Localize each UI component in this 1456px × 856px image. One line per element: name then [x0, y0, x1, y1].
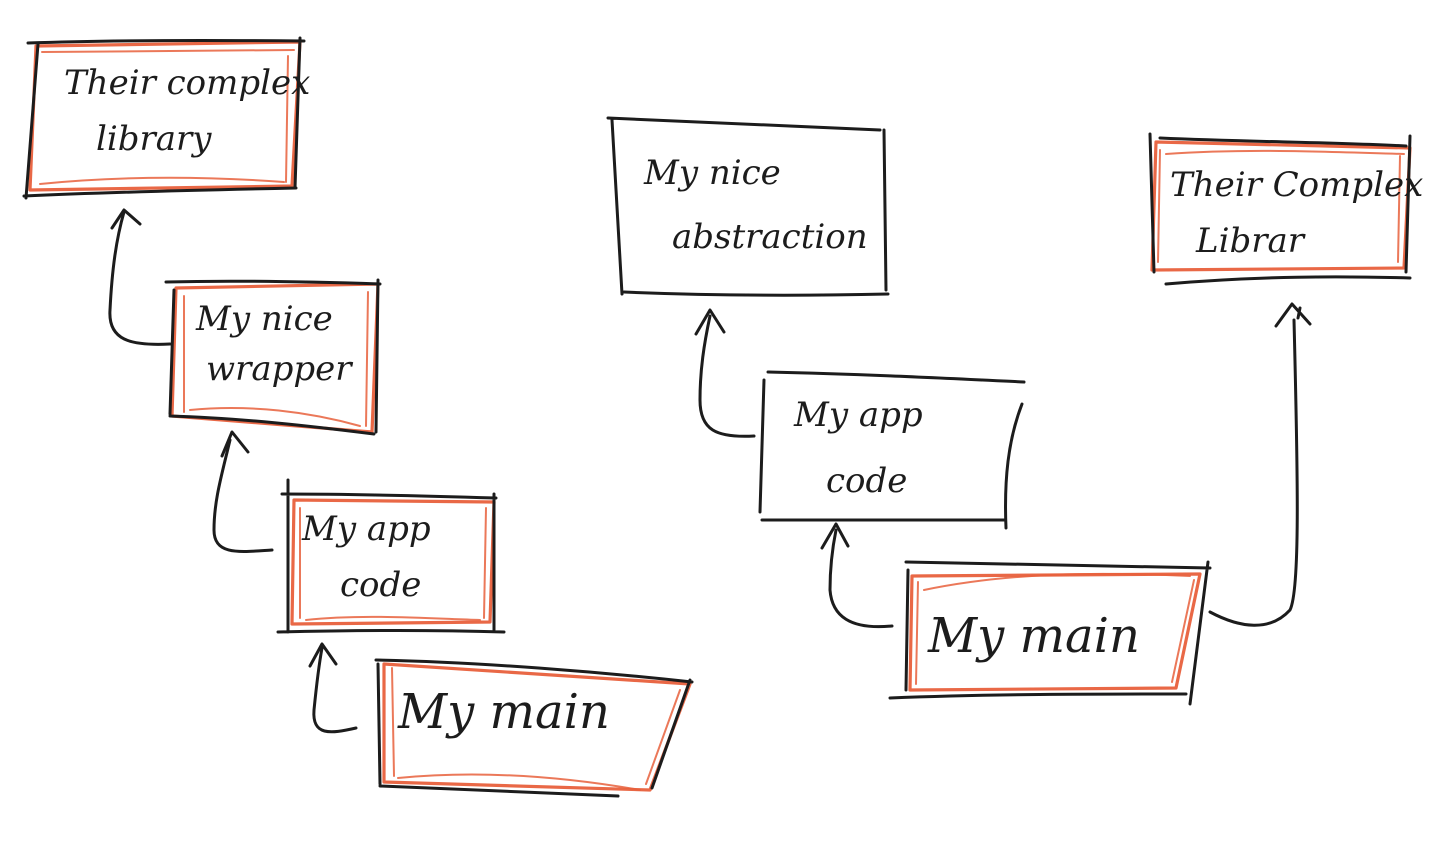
box-label-line-1: My nice [195, 299, 333, 339]
box-highlight [290, 498, 496, 626]
arrow-head [694, 308, 726, 336]
box-outline [22, 36, 306, 200]
arrow-shaft [212, 438, 274, 553]
box-label-line-2: library [96, 119, 212, 159]
box-label-line-1: My main [397, 684, 610, 740]
box-outline [1148, 132, 1412, 286]
box-label-line-2: Librar [1195, 221, 1306, 261]
arrow-head [110, 208, 142, 230]
box-label-line-1: My app [301, 509, 431, 549]
box-left-their-complex-library: Their complex library [22, 36, 310, 200]
arrow-head [1274, 302, 1312, 328]
box-right-their-complex-library: Their Complex Librar [1148, 132, 1423, 286]
arrow-head [820, 522, 850, 550]
box-highlight-stroke [391, 667, 681, 791]
box-label-line-1: My app [793, 395, 923, 435]
arrow-appcode-to-abstraction [694, 308, 756, 438]
box-label-line-2: code [340, 565, 421, 605]
box-left-my-main: My main [374, 658, 694, 798]
box-outline [164, 278, 382, 436]
arrow-wrapper-to-library [108, 208, 172, 346]
box-label-line-2: code [826, 461, 907, 501]
box-label-line-1: My main [927, 608, 1140, 664]
box-highlight-stroke [39, 49, 295, 185]
box-right-my-nice-abstraction: My nice abstraction [606, 116, 890, 297]
arrow-shaft [108, 210, 172, 346]
arrow-appcode-to-wrapper [212, 430, 274, 553]
box-highlight-stroke [183, 291, 369, 427]
box-outline [606, 116, 890, 297]
box-highlight [28, 40, 302, 192]
box-right-my-app-code: My app code [758, 370, 1026, 530]
box-outline [276, 478, 506, 634]
box-label-line-1: Their complex [64, 63, 310, 103]
box-highlight-stroke [915, 572, 1195, 685]
arrow-main-to-appcode [820, 522, 894, 629]
arrow-head [220, 430, 250, 458]
arrow-shaft [312, 646, 358, 734]
box-highlight [170, 282, 380, 434]
box-outline [374, 658, 694, 798]
box-right-my-main: My main [888, 560, 1212, 706]
box-label-line-1: Their Complex [1170, 165, 1423, 205]
box-outline [888, 560, 1212, 706]
arrow-shaft [1208, 318, 1299, 627]
arrow-shaft [828, 528, 894, 629]
arrow-main-to-appcode [308, 642, 358, 734]
box-left-my-nice-wrapper: My nice wrapper [164, 278, 382, 436]
arrow-head [308, 642, 338, 668]
box-label-line-2: abstraction [672, 217, 868, 257]
box-label-line-1: My nice [643, 153, 781, 193]
arrow-main-to-library [1208, 302, 1312, 627]
box-left-my-app-code: My app code [276, 478, 506, 634]
box-outline [758, 370, 1026, 530]
box-label-line-2: wrapper [206, 349, 353, 389]
box-highlight [382, 662, 692, 792]
arrow-shaft [698, 314, 756, 438]
box-highlight-stroke [299, 507, 487, 621]
box-highlight-stroke [1157, 149, 1405, 263]
